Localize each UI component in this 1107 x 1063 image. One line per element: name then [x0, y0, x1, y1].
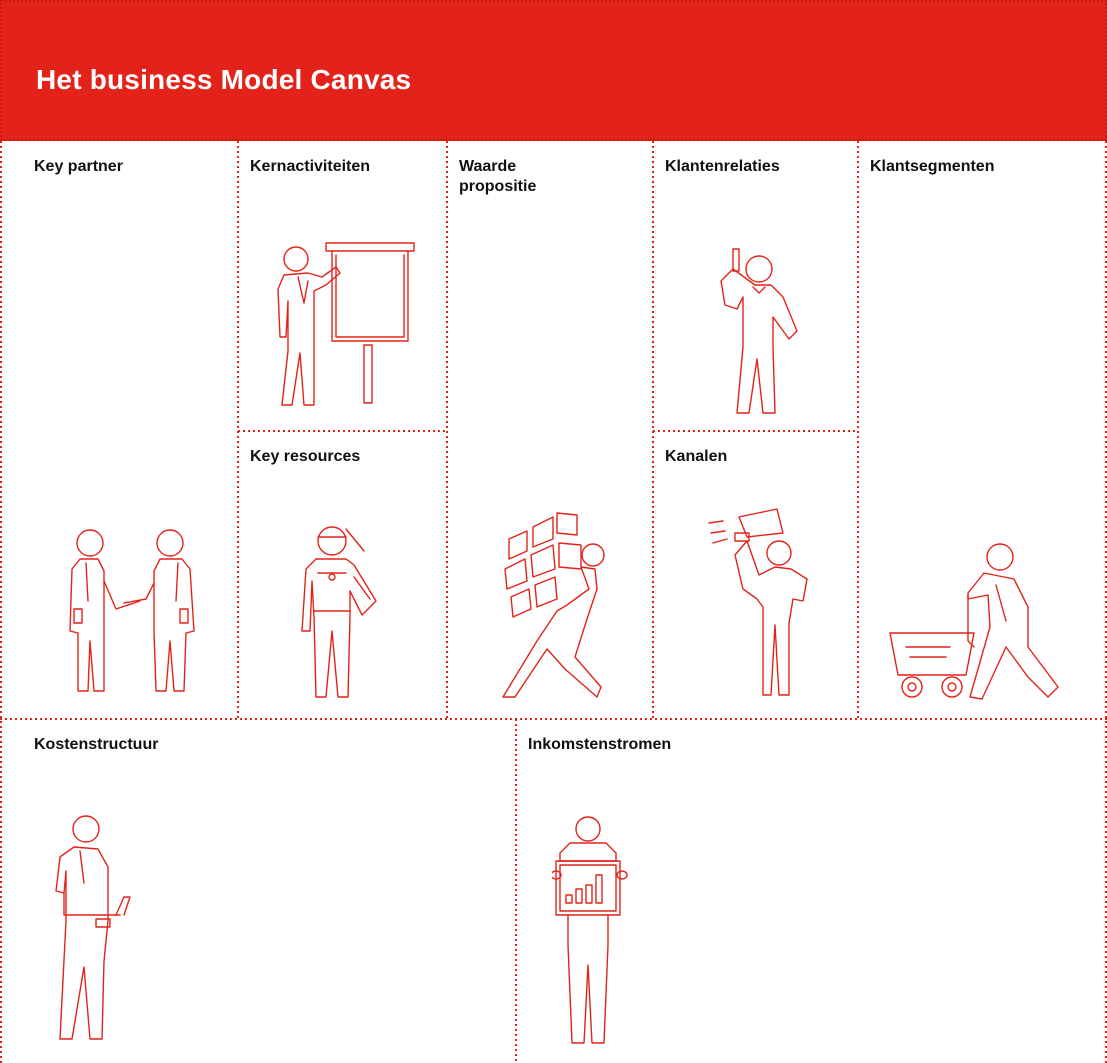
block-key-partner: Key partner — [22, 141, 238, 719]
worker-pickaxe-icon — [296, 521, 391, 701]
page-title: Het business Model Canvas — [36, 64, 412, 95]
laptop-person-icon — [50, 811, 140, 1041]
shopping-cart-icon — [888, 537, 1083, 707]
block-waarde-propositie: Waarde propositie — [447, 141, 653, 719]
block-klantenrelaties: Klantenrelaties — [653, 141, 858, 431]
phone-call-icon — [699, 247, 799, 417]
block-label: Key resources — [250, 448, 361, 465]
block-inkomstenstromen: Inkomstenstromen — [516, 719, 1107, 1063]
block-label: Waarde propositie — [459, 158, 537, 195]
block-kanalen: Kanalen — [653, 431, 858, 719]
chart-board-icon — [552, 815, 642, 1045]
block-label: Key partner — [34, 158, 123, 175]
block-label: Kostenstructuur — [34, 736, 159, 753]
block-label: Klantenrelaties — [665, 158, 780, 175]
carrying-boxes-icon — [497, 509, 607, 699]
block-label: Klantsegmenten — [870, 158, 995, 175]
block-label: Inkomstenstromen — [528, 736, 672, 753]
block-label: Kanalen — [665, 448, 728, 465]
megaphone-icon — [707, 507, 817, 702]
block-klantsegmenten: Klantsegmenten — [858, 141, 1107, 719]
canvas-header: Het business Model Canvas — [0, 0, 1107, 141]
block-kernactiviteiten: Kernactiviteiten — [238, 141, 447, 431]
block-kostenstructuur: Kostenstructuur — [22, 719, 516, 1063]
block-label: Kernactiviteiten — [250, 158, 371, 175]
handshake-icon — [60, 521, 210, 701]
presenter-whiteboard-icon — [274, 241, 419, 411]
block-key-resources: Key resources — [238, 431, 447, 719]
